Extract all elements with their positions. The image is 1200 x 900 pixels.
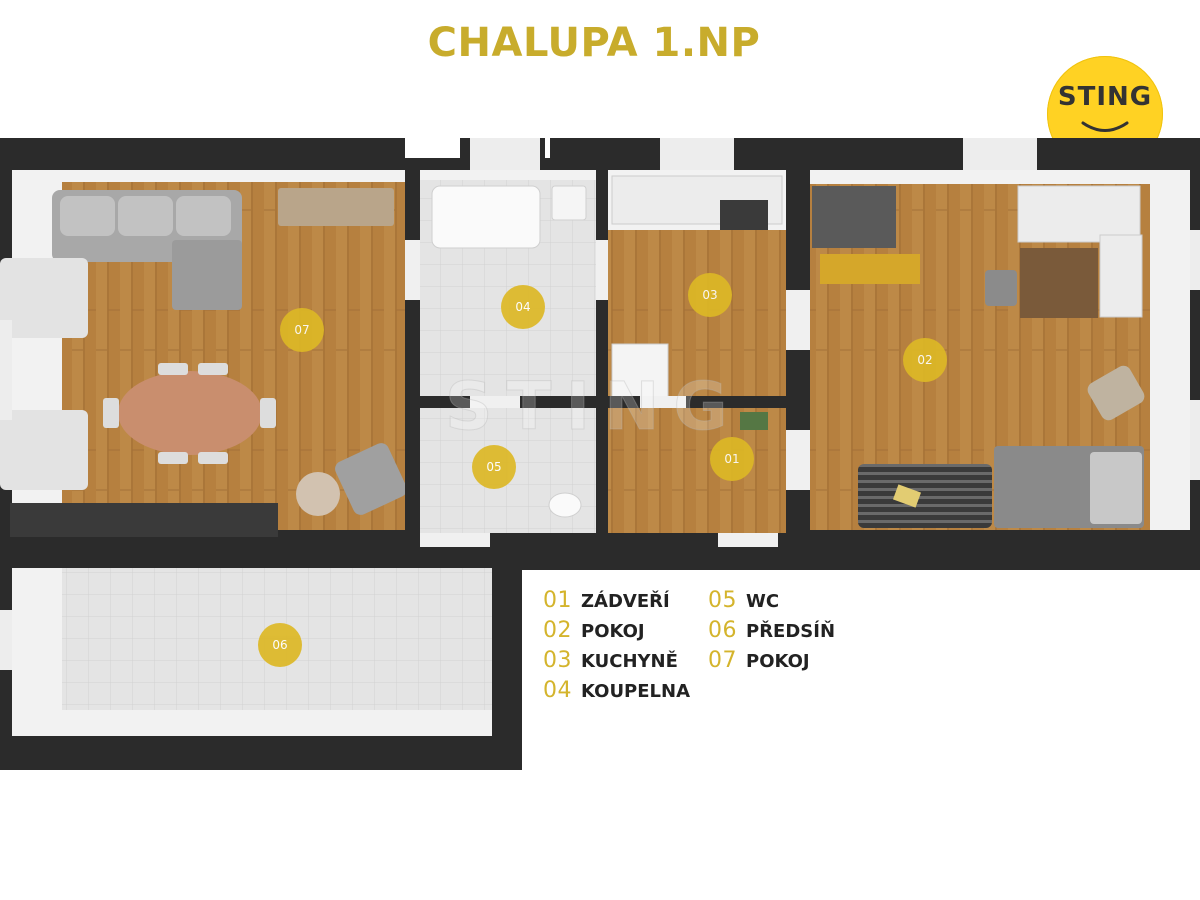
legend-number: 05 [708,588,737,613]
bathtub-icon [431,185,541,249]
armchair-icon [335,443,407,515]
rug-icon [296,472,340,516]
desk-icon [1020,248,1098,318]
armchair-icon [1087,365,1145,421]
smile-icon [1081,121,1129,132]
room-badge-02: 02 [903,338,947,382]
cabinet-icon [812,186,896,248]
curtain-icon [0,410,88,490]
room-badge-07: 07 [280,308,324,352]
counter-icon [10,503,278,537]
sideboard-icon [278,188,394,226]
legend-label: POKOJ [746,651,810,672]
chair-icon [985,270,1017,306]
room-03-fixtures [611,175,783,430]
legend-item-01: 01 ZÁDVEŘÍ [543,588,708,614]
legend-item-02: 02 POKOJ [543,618,708,644]
legend-label: KUCHYNĚ [581,651,678,672]
legend-label: KOUPELNA [581,681,691,702]
stove-icon [720,200,768,230]
wall-gaps [405,138,550,158]
sink-icon [551,185,587,221]
dining-table-icon [118,371,262,455]
floor-06 [12,568,492,736]
plan-title: CHALUPA 1.NP [427,20,761,66]
room-legend: 01 ZÁDVEŘÍ 05 WC 02 POKOJ 06 PŘEDSÍŇ 03 … [543,588,868,704]
legend-label: PŘEDSÍŇ [746,621,836,642]
room-floors [12,170,1190,736]
wardrobe-icon [1017,185,1141,243]
legend-number: 04 [543,678,572,703]
legend-item-04: 04 KOUPELNA [543,678,708,704]
room-badge-04: 04 [501,285,545,329]
legend-item-06: 06 PŘEDSÍŇ [708,618,868,644]
toilet-icon [548,492,582,518]
legend-item-03: 03 KUCHYNĚ [543,648,708,674]
room-04-fixtures [431,185,587,249]
room-07-furniture [0,188,407,537]
legend-label: POKOJ [581,621,645,642]
logo-text: STING [1057,82,1153,112]
legend-number: 03 [543,648,572,673]
legend-item-05: 05 WC [708,588,868,614]
legend-number: 02 [543,618,572,643]
room-badge-01: 01 [710,437,754,481]
room-02-furniture [812,185,1145,528]
legend-item-07: 07 POKOJ [708,648,868,674]
legend-label: WC [746,591,780,612]
yellow-table-icon [820,254,920,284]
legend-number: 07 [708,648,737,673]
doorways [405,240,810,547]
legend-label: ZÁDVEŘÍ [581,591,670,612]
windows [0,138,1200,670]
room-badge-03: 03 [688,273,732,317]
sofa-icon [858,464,992,528]
room-badge-06: 06 [258,623,302,667]
legend-number: 01 [543,588,572,613]
watermark: STING [445,368,742,446]
room-05-fixtures [548,492,582,518]
legend-number: 06 [708,618,737,643]
room-badge-05: 05 [472,445,516,489]
curtain-icon [0,258,88,338]
